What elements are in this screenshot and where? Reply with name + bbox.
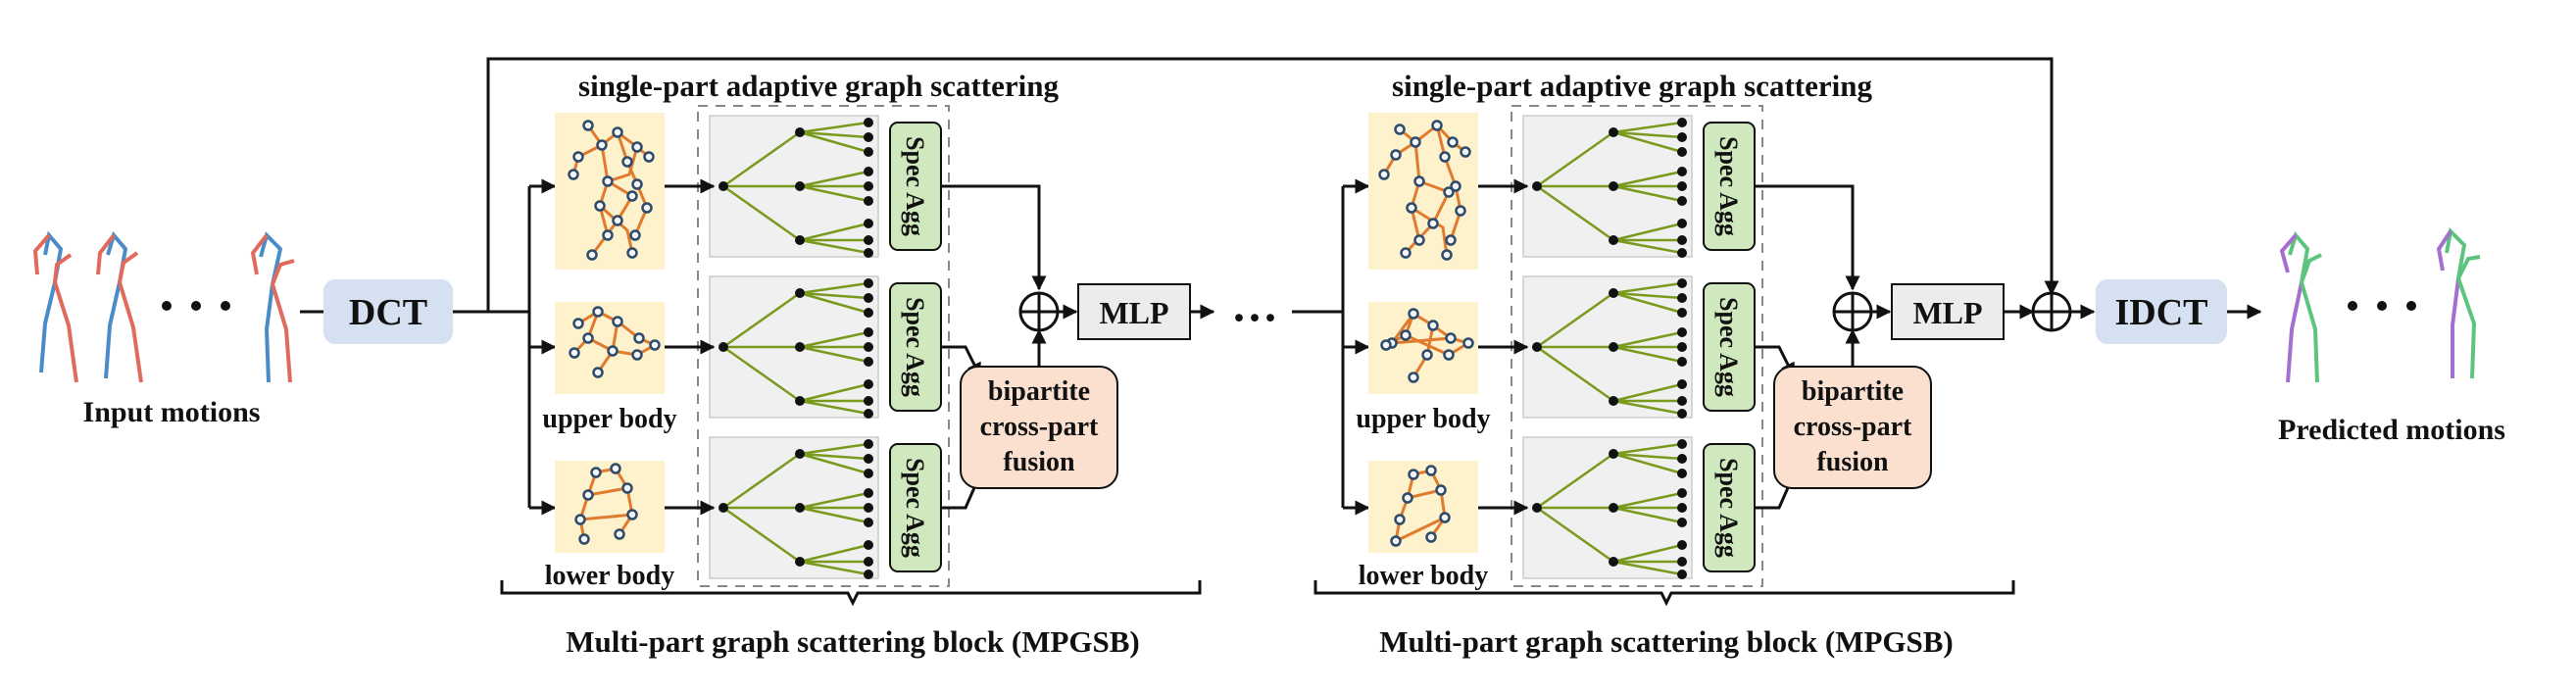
block-1-brace [500, 580, 1202, 607]
block-1-caption: Multi-part graph scattering block (MPGSB… [566, 624, 1140, 659]
input-dot-2 [191, 301, 201, 311]
output-skeleton-2 [2436, 226, 2481, 379]
lower-body-skeleton-panel [1368, 461, 1478, 553]
block-2-scattering-row-2 [1478, 275, 1693, 419]
block-1-upper-body-label: upper body [542, 404, 676, 434]
output-skeleton-1 [2279, 230, 2322, 383]
lower-body-skeleton-panel [555, 461, 665, 553]
block-2-spec-agg-1: Spec Agg [1703, 122, 1756, 251]
block-2-spec-agg-3: Spec Agg [1703, 443, 1756, 572]
block-2-upper-body-label: upper body [1356, 404, 1490, 434]
block-1-mlp-box: MLP [1077, 283, 1191, 340]
mpgsb-block-2: single-part adaptive graph scattering [1313, 69, 2035, 659]
input-dot-3 [221, 301, 230, 311]
upper-body-skeleton-panel [555, 302, 665, 394]
block-2-sum-node [1832, 291, 1873, 332]
final-sum-node [2031, 291, 2072, 332]
full-body-skeleton-panel [555, 113, 665, 270]
svg-text:Spec Agg: Spec Agg [901, 136, 929, 236]
block-1-spec-agg-1: Spec Agg [889, 122, 942, 251]
output-dot-3 [2406, 301, 2416, 311]
svg-text:Spec Agg: Spec Agg [1714, 136, 1743, 236]
block-1-scattering-row-3 [665, 436, 879, 579]
dct-label: DCT [349, 292, 427, 333]
full-body-skeleton-panel [1368, 113, 1478, 270]
block-1-spec-agg-3: Spec Agg [889, 443, 942, 572]
output-dot-2 [2377, 301, 2387, 311]
svg-text:Spec Agg: Spec Agg [901, 458, 929, 558]
global-skip-connection [453, 57, 2059, 314]
svg-text:cross-part: cross-part [1794, 412, 1912, 442]
block-2-spec-agg-2: Spec Agg [1703, 282, 1756, 412]
input-dot-1 [162, 301, 172, 311]
input-skeleton-1 [32, 230, 78, 383]
svg-text:fusion: fusion [1003, 447, 1075, 477]
block-1-scattering-row-1 [665, 115, 879, 258]
svg-text:MLP: MLP [1912, 295, 1982, 330]
upper-body-skeleton-panel [1368, 302, 1478, 394]
block-2-fusion-box: bipartite cross-part fusion [1773, 366, 1932, 489]
input-skeleton-2 [96, 230, 143, 383]
input-label: Input motions [83, 396, 261, 428]
between-blocks-ellipsis: ··· [1231, 292, 1278, 344]
idct-box: IDCT [2096, 279, 2227, 344]
block-2-scattering-row-3 [1478, 436, 1693, 579]
svg-text:Spec Agg: Spec Agg [1714, 297, 1743, 397]
idct-label: IDCT [2114, 292, 2207, 333]
input-motions: Input motions [32, 230, 295, 428]
block-1-scattering-row-2 [665, 275, 879, 419]
svg-text:Spec Agg: Spec Agg [901, 297, 929, 397]
block-2-caption: Multi-part graph scattering block (MPGSB… [1379, 624, 1954, 659]
predicted-motions: Predicted motions [2278, 226, 2505, 446]
output-dot-1 [2348, 301, 2357, 311]
block-1-title: single-part adaptive graph scattering [578, 69, 1059, 103]
output-label: Predicted motions [2278, 414, 2505, 446]
svg-text:bipartite: bipartite [988, 376, 1090, 407]
block-2-lower-body-label: lower body [1359, 561, 1489, 591]
block-1-spec-agg-2: Spec Agg [889, 282, 942, 412]
block-2-brace [1313, 580, 2015, 607]
mpgsb-block-1: single-part adaptive graph scattering [488, 69, 1215, 659]
block-2-scattering-row-1 [1478, 115, 1693, 258]
svg-text:bipartite: bipartite [1802, 376, 1904, 407]
input-skeleton-3 [250, 231, 295, 383]
svg-text:fusion: fusion [1816, 447, 1889, 477]
svg-text:MLP: MLP [1099, 295, 1168, 330]
svg-text:cross-part: cross-part [980, 412, 1099, 442]
block-1-fusion-box: bipartite cross-part fusion [960, 366, 1118, 489]
dct-box: DCT [323, 279, 453, 344]
block-1-sum-node [1018, 291, 1060, 332]
block-2-mlp-box: MLP [1891, 283, 2005, 340]
svg-text:Spec Agg: Spec Agg [1714, 458, 1743, 558]
block-2-title: single-part adaptive graph scattering [1392, 69, 1872, 103]
block-1-lower-body-label: lower body [545, 561, 675, 591]
